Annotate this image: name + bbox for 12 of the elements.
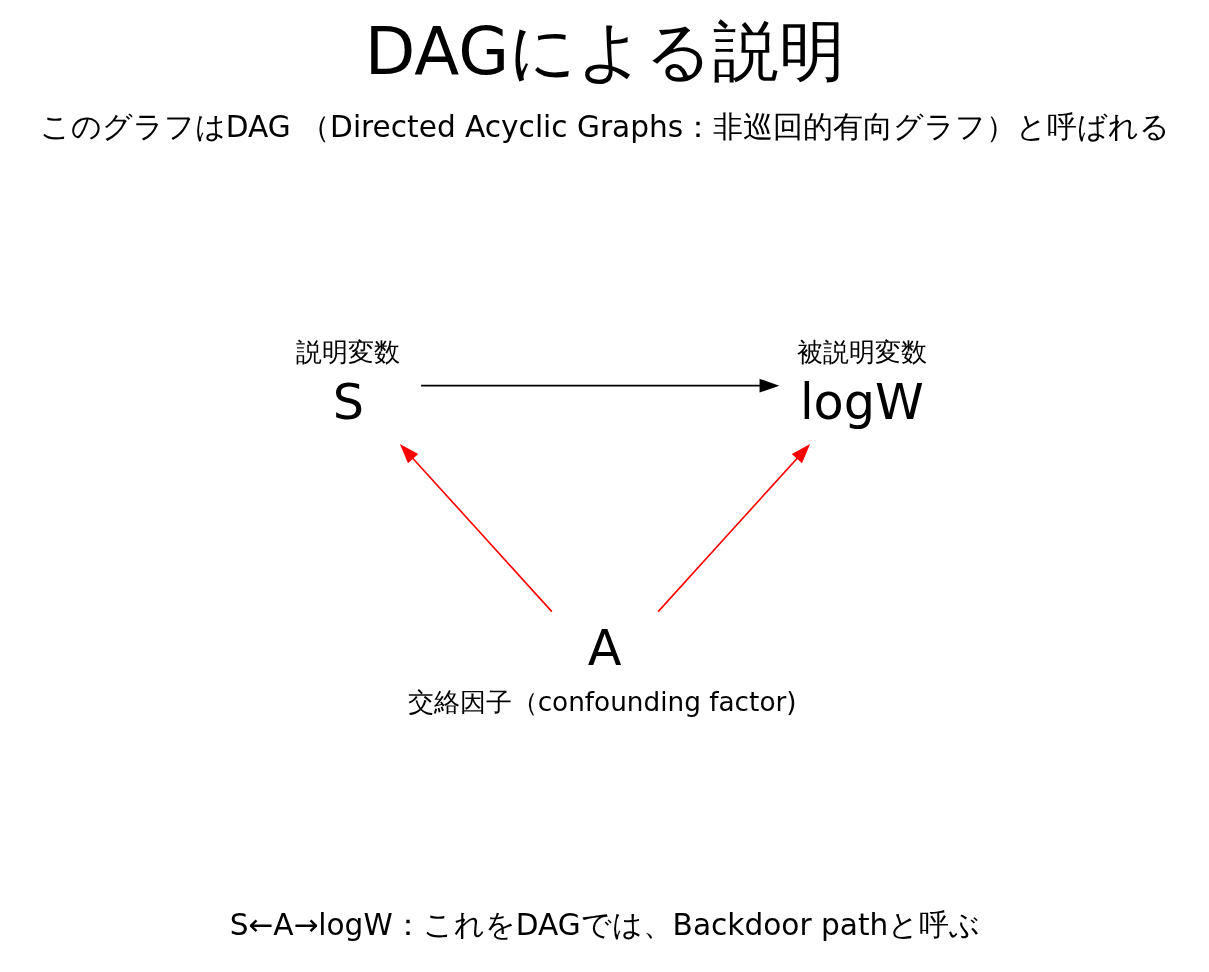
diagram-title: DAGによる説明 bbox=[364, 13, 845, 91]
node-label: 説明変数 bbox=[295, 336, 400, 367]
arrow bbox=[419, 378, 779, 393]
node-text: A bbox=[587, 619, 621, 678]
node-text: logW bbox=[799, 372, 924, 431]
label: このグラフはDAG （Directed Acyclic Graphs：非巡回的有向グラフ）と呼ばれる bbox=[39, 110, 1170, 145]
node-label: 交絡因子（confounding factor) bbox=[407, 686, 797, 717]
arrow bbox=[399, 444, 553, 613]
node-text: S bbox=[332, 372, 364, 431]
node-label: 被説明変数 bbox=[796, 336, 927, 367]
label: S←A→logW：これをDAGでは、Backdoor pathと呼ぶ bbox=[229, 907, 980, 942]
arrow bbox=[656, 444, 810, 613]
